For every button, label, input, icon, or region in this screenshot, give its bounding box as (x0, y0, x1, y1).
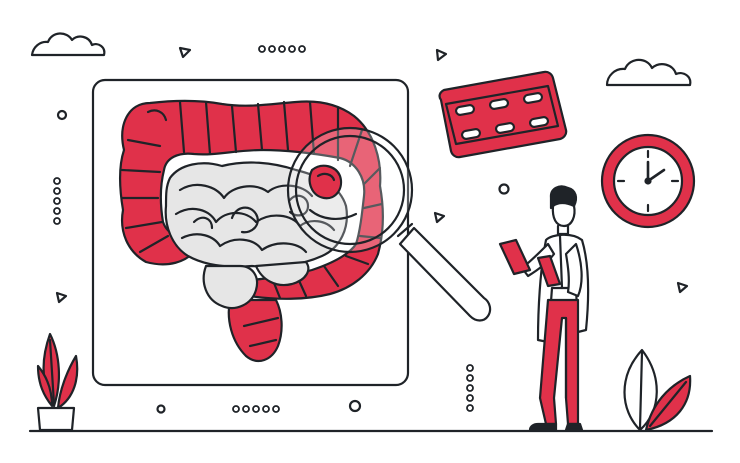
cloud-icon (30, 32, 106, 57)
dot-decoration (348, 399, 362, 413)
dot-column-decoration (53, 177, 61, 225)
doctor-figure (498, 185, 590, 432)
triangle-decoration (676, 281, 689, 294)
potted-plant-icon (36, 332, 79, 432)
triangle-decoration (178, 46, 192, 59)
clipboard-icon (498, 238, 532, 276)
doctor-head (551, 201, 576, 228)
wall-clock-icon (600, 133, 696, 229)
dot-column-decoration (466, 364, 474, 412)
cloud-icon (605, 58, 692, 87)
magnifying-glass-icon (286, 126, 492, 322)
dot-row-decoration (258, 45, 306, 53)
doctor-legs (538, 298, 580, 426)
doctor-arm (564, 242, 583, 298)
dot-decoration (498, 183, 510, 195)
triangle-decoration (435, 48, 448, 62)
triangle-decoration (433, 211, 446, 224)
doctor-shoe (528, 422, 558, 432)
small-intestine (164, 161, 348, 310)
dot-row-decoration (232, 405, 280, 413)
dot-decoration (56, 109, 68, 121)
leaf-plant-icon (623, 348, 692, 432)
doctor-shoe (564, 422, 584, 432)
dot-decoration (156, 404, 166, 414)
tablet-icon (536, 254, 562, 288)
pill-blister-icon (438, 70, 568, 159)
triangle-decoration (55, 291, 68, 304)
